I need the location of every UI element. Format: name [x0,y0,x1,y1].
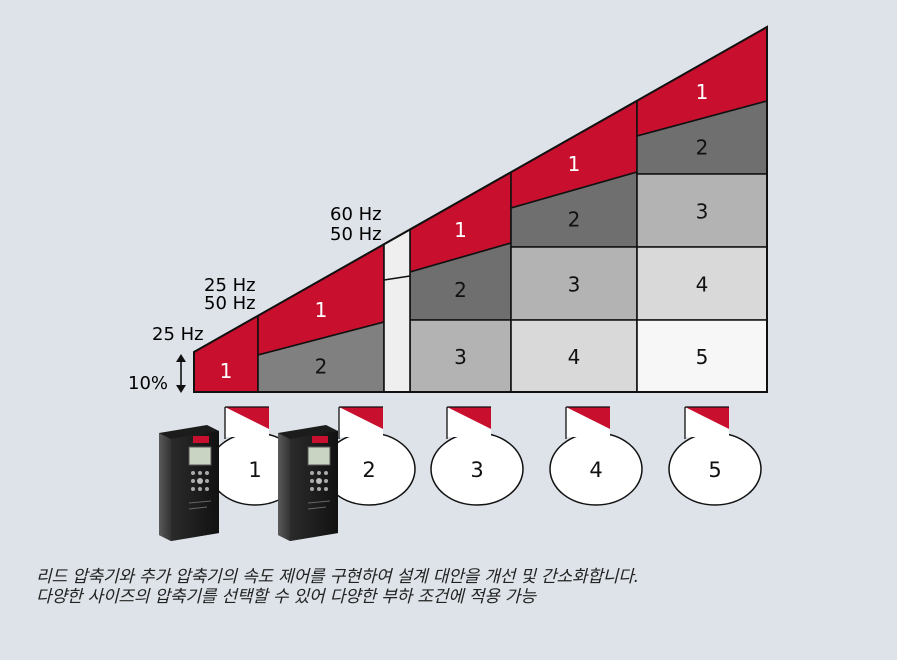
base-height-arrow-icon [176,354,186,393]
freq-label-second-bottom: 50 Hz [204,293,256,314]
compressor-tag-label: 3 [470,458,483,482]
stage-cell-label: 2 [315,354,328,378]
caption-line-1: 리드 압축기와 추가 압축기의 속도 제어를 구현하여 설계 대안을 개선 및 … [36,567,639,587]
stage-cell-label: 1 [220,359,233,383]
stage-cell-label: 1 [454,218,467,242]
stage-gap [383,228,411,393]
stage-cell-label: 2 [696,135,709,159]
compressor-tag-label: 4 [589,458,602,482]
stage-cell-label: 1 [696,80,709,104]
compressor-tags: 1 2 3 4 5 [208,406,762,506]
stage-cell-label: 1 [568,152,581,176]
stage-cell-label: 4 [696,273,709,297]
staging-cells: 1 1 2 1 2 3 1 2 3 4 1 2 3 4 5 [193,25,768,393]
compressor-tag: 4 [549,406,643,506]
compressor-tag-label: 2 [362,458,375,482]
stage-cell-label: 1 [315,298,328,322]
stage-cell-label: 3 [696,200,709,224]
stage-cell-label: 3 [454,345,467,369]
stage-cell-label: 3 [568,273,581,297]
freq-label-second-top: 25 Hz [204,275,256,296]
staging-outer-outline [193,25,768,393]
compressor-tag: 3 [430,406,524,506]
stage-cell-label: 5 [696,345,709,369]
base-percent-label: 10% [128,373,168,394]
stage-gap-divider [383,275,411,281]
caption-line-2: 다양한 사이즈의 압축기를 선택할 수 있어 다양한 부하 조건에 적용 가능 [36,587,536,607]
stage-cell-label: 4 [568,345,581,369]
freq-label-third-top: 60 Hz [330,204,382,225]
compressor-tag: 5 [668,406,762,506]
compressor-tag: 2 [322,406,416,506]
freq-label-third-bottom: 50 Hz [330,224,382,245]
staging-outline [193,25,768,393]
compressor-tag-label: 1 [248,458,261,482]
frequency-drive-icon [278,425,338,541]
stage-cell-label: 2 [454,278,467,302]
freq-label-first: 25 Hz [152,324,204,345]
compressor-tag-label: 5 [708,458,721,482]
frequency-drive-icon [159,425,219,541]
stage-cell-label: 2 [568,208,581,232]
